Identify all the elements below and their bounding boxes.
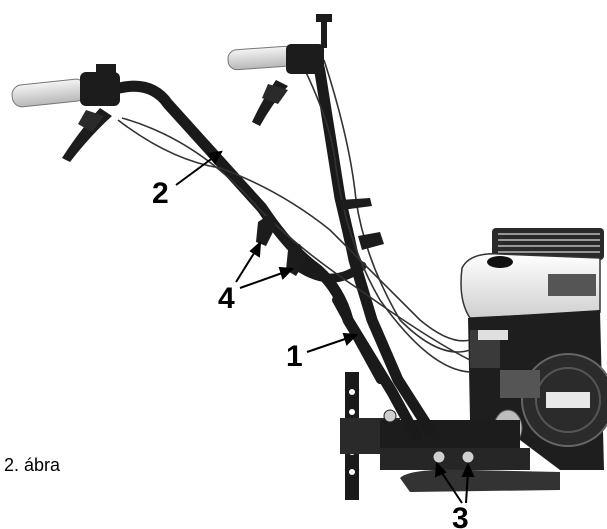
throttle-lever	[316, 14, 332, 22]
engine-top-grille	[492, 228, 604, 260]
fuel-cap	[487, 256, 513, 268]
callout-label-1: 1	[286, 340, 303, 373]
adjustment-knob-upper	[256, 214, 276, 246]
frame-beam	[380, 420, 520, 450]
handlebar-left-tube	[106, 80, 422, 442]
callout-label-4: 4	[218, 282, 235, 315]
fuel-tank	[460, 253, 601, 319]
callout-label-3: 3	[452, 502, 469, 529]
base-frame	[340, 372, 560, 500]
frame-bolt-right	[461, 450, 475, 464]
frame-bolt-left	[432, 450, 446, 464]
warning-label	[548, 274, 596, 296]
handlebar	[106, 47, 436, 442]
engine-badge	[546, 392, 590, 408]
control-cables	[117, 59, 471, 373]
figure-caption: 2. ábra	[4, 455, 61, 475]
callout-label-2: 2	[152, 177, 169, 210]
callout-arrows	[175, 150, 475, 504]
right-grip	[227, 45, 295, 71]
left-grip	[11, 78, 87, 108]
left-grip-assembly	[11, 64, 120, 162]
adjustment-knobs	[256, 198, 384, 276]
right-grip-assembly	[227, 14, 332, 126]
